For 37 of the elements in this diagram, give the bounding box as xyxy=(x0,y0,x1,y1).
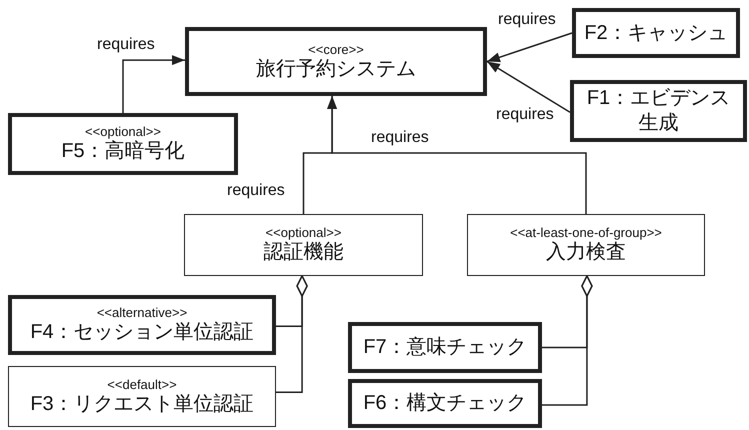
aggregation-connector xyxy=(542,275,593,406)
feature-name: F6：構文チェック xyxy=(363,391,527,416)
feature-name: F3：リクエスト単位認証 xyxy=(30,392,254,416)
arrow xyxy=(486,32,572,62)
arrow xyxy=(122,55,185,113)
feature-name: 認証機能 xyxy=(264,240,344,265)
feature-group-box xyxy=(467,214,705,276)
arrow xyxy=(327,96,587,214)
feature-box xyxy=(572,8,740,58)
edge-label: requires xyxy=(96,36,156,54)
arrow xyxy=(486,60,570,113)
feature-name: 入力検査 xyxy=(546,240,626,265)
edge-label: requires xyxy=(226,182,286,200)
edge-label: requires xyxy=(495,106,555,124)
feature-box xyxy=(348,379,542,428)
stereotype-label: <<core>> xyxy=(308,42,364,56)
feature-box xyxy=(348,322,542,373)
feature-name: 旅行予約システム xyxy=(256,56,416,82)
feature-group-box xyxy=(184,214,423,276)
feature-box xyxy=(185,27,487,96)
stereotype-label: <<default>> xyxy=(107,376,177,392)
feature-name: F4：セッション単位認証 xyxy=(30,320,254,345)
stereotype-label: <<at-least-one-of-group>> xyxy=(510,225,662,240)
feature-box xyxy=(570,80,747,142)
stereotype-label: <<optional>> xyxy=(85,124,161,139)
feature-name: F5：高暗号化 xyxy=(61,139,185,164)
aggregation-connector xyxy=(276,275,308,393)
feature-name: F2：キャッシュ xyxy=(584,20,728,46)
feature-group-box xyxy=(8,366,276,427)
feature-box xyxy=(8,113,238,175)
edge-label: requires xyxy=(497,11,557,29)
edge-label: requires xyxy=(370,129,430,147)
stereotype-label: <<alternative>> xyxy=(96,305,188,320)
feature-name: F7：意味チェック xyxy=(363,335,527,360)
feature-box xyxy=(8,295,276,355)
stereotype-label: <<optional>> xyxy=(266,225,342,240)
feature-name: F1：エビデンス生成 xyxy=(586,86,732,136)
